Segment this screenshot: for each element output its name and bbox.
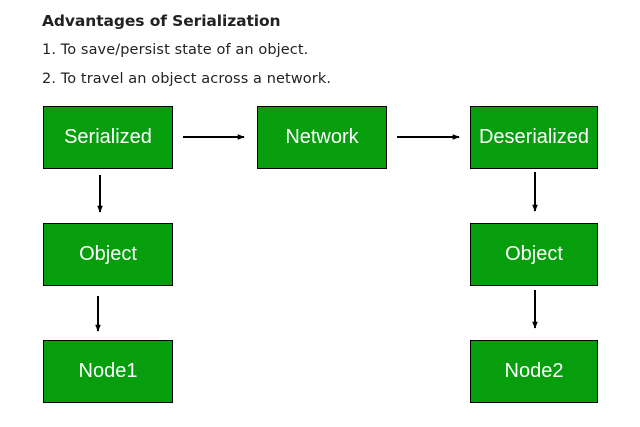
advantage-item-1: 1. To save/persist state of an object. (42, 42, 309, 58)
node1-node: Node1 (43, 340, 173, 403)
section-heading: Advantages of Serialization (42, 12, 281, 30)
advantage-item-2: 2. To travel an object across a network. (42, 71, 332, 87)
serialized-node: Serialized (43, 106, 173, 169)
object-node-right: Object (470, 223, 598, 286)
network-node: Network (257, 106, 387, 169)
object-node-left: Object (43, 223, 173, 286)
deserialized-node: Deserialized (470, 106, 598, 169)
node2-node: Node2 (470, 340, 598, 403)
